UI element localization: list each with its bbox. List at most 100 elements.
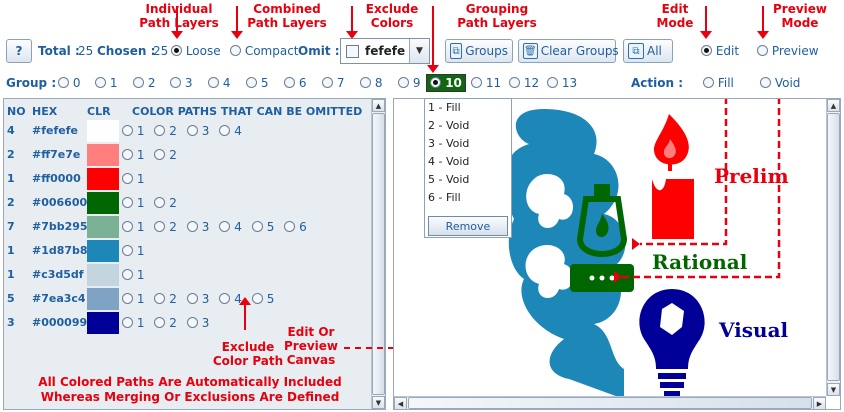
dropdown-item[interactable]: 4 - Void [428,155,470,168]
path-radio[interactable] [122,317,133,328]
path-toggle[interactable]: 2 [154,292,177,306]
path-radio[interactable] [251,293,263,304]
edit-radio[interactable] [701,45,712,56]
preview-option[interactable]: Preview [757,44,819,58]
omit-checkbox[interactable] [346,44,359,58]
dropdown-item[interactable]: 6 - Fill [428,191,461,204]
path-toggle[interactable]: 3 [186,292,209,306]
path-radio[interactable] [122,221,133,232]
canvas-scroll-up-icon[interactable]: ▲ [827,99,840,112]
path-radio[interactable] [154,125,166,136]
dropdown-item[interactable]: 3 - Void [428,137,470,150]
path-toggle[interactable]: 4 [219,124,242,138]
path-toggle[interactable]: 1 [122,244,144,258]
group-radio-1[interactable] [95,77,106,88]
fill-radio[interactable] [703,77,714,88]
fill-option[interactable]: Fill [703,76,734,90]
chevron-down-icon[interactable]: ▼ [409,39,429,63]
path-radio[interactable] [122,125,133,136]
path-radio[interactable] [154,197,166,208]
path-toggle[interactable]: 5 [251,292,274,306]
compact-option[interactable]: Compact [230,44,299,58]
path-toggle[interactable]: 1 [122,124,144,138]
group-option-12[interactable]: 12 [509,76,539,90]
loose-radio[interactable] [171,45,182,56]
path-toggle[interactable]: 1 [122,220,144,234]
group-radio-4[interactable] [208,77,219,88]
help-button[interactable]: ? [6,39,32,63]
edit-option[interactable]: Edit [701,44,739,58]
canvas-vscroll[interactable]: ▲ ▼ [826,99,840,396]
path-radio[interactable] [122,149,133,160]
path-toggle[interactable]: 4 [219,220,242,234]
group-option-2[interactable]: 2 [133,76,155,90]
path-toggle[interactable]: 1 [122,268,144,282]
path-radio[interactable] [154,221,166,232]
path-toggle[interactable]: 5 [251,220,274,234]
path-radio[interactable] [154,293,166,304]
path-radio[interactable] [186,317,198,328]
path-toggle[interactable]: 2 [154,196,177,210]
group-radio-10[interactable] [430,77,441,88]
remove-button[interactable]: Remove [428,216,508,236]
group-option-13[interactable]: 13 [547,76,577,90]
dropdown-item[interactable]: 5 - Void [428,173,470,186]
group-option-4[interactable]: 4 [208,76,230,90]
group-radio-5[interactable] [246,77,257,88]
group-radio-9[interactable] [398,77,409,88]
group-option-7[interactable]: 7 [322,76,344,90]
path-radio[interactable] [186,125,198,136]
group-option-8[interactable]: 8 [360,76,382,90]
canvas-hscroll[interactable]: ◀ ▶ [394,396,826,409]
canvas-scroll-down-icon[interactable]: ▼ [827,383,840,396]
path-toggle[interactable]: 1 [122,172,144,186]
group-radio-11[interactable] [471,77,482,88]
path-radio[interactable] [219,125,231,136]
group-radio-7[interactable] [322,77,333,88]
path-toggle[interactable]: 2 [154,220,177,234]
path-radio[interactable] [122,269,133,280]
edit-preview-canvas[interactable]: Prelim Rational Visual ▲ ▼ ◀ ▶ [393,98,841,410]
canvas-scroll-left-icon[interactable]: ◀ [394,397,407,409]
path-toggle[interactable]: 3 [186,220,209,234]
group-option-3[interactable]: 3 [170,76,192,90]
path-toggle[interactable]: 3 [186,124,209,138]
clear-groups-button[interactable]: 🗑Clear Groups [518,39,619,63]
group-option-9[interactable]: 9 [398,76,420,90]
group-radio-13[interactable] [547,77,558,88]
compact-radio[interactable] [230,45,241,56]
path-radio[interactable] [186,293,198,304]
dropdown-item[interactable]: 2 - Void [428,119,470,132]
path-radio[interactable] [154,317,166,328]
path-toggle[interactable]: 1 [122,292,144,306]
group-radio-8[interactable] [360,77,371,88]
group-radio-2[interactable] [133,77,144,88]
path-radio[interactable] [122,197,133,208]
path-radio[interactable] [122,293,133,304]
loose-option[interactable]: Loose [171,44,221,58]
canvas-hscroll-thumb[interactable] [408,397,812,409]
group-radio-3[interactable] [170,77,181,88]
path-radio[interactable] [154,149,166,160]
table-scrollbar[interactable]: ▲ ▼ [371,99,385,409]
path-radio[interactable] [186,221,198,232]
path-radio[interactable] [251,221,263,232]
path-toggle[interactable]: 2 [154,316,177,330]
scroll-down-icon[interactable]: ▼ [372,396,385,409]
path-toggle[interactable]: 1 [122,316,144,330]
scroll-thumb[interactable] [372,113,385,395]
omit-color-select[interactable]: fefefe ▼ [340,38,430,64]
group-radio-6[interactable] [284,77,295,88]
group-radio-12[interactable] [509,77,520,88]
path-toggle[interactable]: 2 [154,124,177,138]
group-option-5[interactable]: 5 [246,76,268,90]
void-radio[interactable] [760,77,771,88]
path-toggle[interactable]: 2 [154,148,177,162]
group-option-6[interactable]: 6 [284,76,306,90]
path-radio[interactable] [219,221,231,232]
groups-button[interactable]: ⧉Groups [445,39,513,63]
path-radio[interactable] [284,221,296,232]
scroll-up-icon[interactable]: ▲ [372,99,385,112]
path-radio[interactable] [219,293,231,304]
group-option-0[interactable]: 0 [58,76,80,90]
